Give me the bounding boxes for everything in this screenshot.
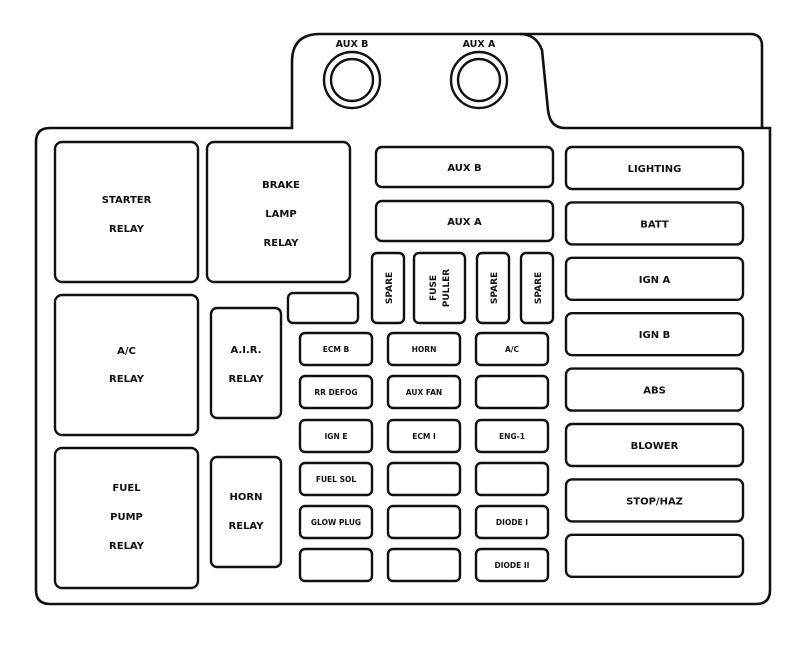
aux-b-fuse: AUX B (374, 145, 555, 189)
fuse-abs: ABS (564, 367, 745, 412)
aux-b-socket: AUX B (322, 39, 382, 110)
fuse-puller-line-1: FUSE (429, 275, 439, 301)
fuse-slot-empty (386, 504, 462, 540)
fuse-label: DIODE I (496, 518, 528, 527)
svg-text:STARTER: STARTER (102, 195, 152, 206)
fuse-label: IGN E (325, 432, 348, 441)
fuse-label: ENG-1 (499, 432, 525, 441)
ac-relay: A/C RELAY (53, 293, 200, 437)
fuse-horn: HORN (386, 331, 462, 367)
svg-text:RELAY: RELAY (109, 541, 145, 552)
fuse-label: ECM I (412, 432, 436, 441)
fuse-puller-slot: FUSE PULLER (412, 251, 467, 325)
fuse-label: FUEL SOL (316, 475, 357, 484)
brake-lamp-relay: BRAKE LAMP RELAY (205, 140, 352, 284)
fuse-slot-empty (474, 461, 550, 497)
svg-text:RELAY: RELAY (109, 224, 145, 235)
upper-right-compartment (520, 32, 764, 128)
starter-relay: STARTER RELAY (53, 140, 200, 284)
fuse-label: BATT (640, 219, 669, 230)
fuse-slot-empty (386, 547, 462, 583)
svg-text:A.I.R.: A.I.R. (231, 345, 262, 356)
svg-text:FUEL: FUEL (112, 483, 141, 494)
fuse-slot-empty (564, 533, 745, 578)
svg-text:RELAY: RELAY (229, 521, 265, 532)
spare-slot-1: SPARE (370, 251, 406, 325)
air-relay: A.I.R. RELAY (209, 306, 283, 420)
fuse-diode-ii: DIODE II (474, 547, 550, 583)
aux-a-fuse: AUX A (374, 199, 555, 243)
svg-text:BRAKE: BRAKE (262, 180, 300, 191)
horn-relay: HORN RELAY (209, 455, 283, 569)
svg-text:A/C: A/C (117, 346, 136, 357)
fuse-label: STOP/HAZ (626, 496, 683, 507)
fuse-aux-fan: AUX FAN (386, 374, 462, 410)
svg-text:SPARE: SPARE (490, 272, 500, 304)
fuse-blower: BLOWER (564, 422, 745, 468)
fuse-label: DIODE II (495, 561, 530, 570)
svg-text:AUX B: AUX B (447, 163, 481, 174)
fuse-label: ECM B (323, 345, 350, 354)
fuse-eng-1: ENG-1 (474, 418, 550, 454)
fuse-label: IGN A (639, 275, 671, 286)
fuse-slot-empty (298, 547, 374, 583)
svg-text:RELAY: RELAY (229, 374, 265, 385)
aux-a-socket: AUX A (449, 39, 509, 110)
fuse-ecm-i: ECM I (386, 418, 462, 454)
svg-text:LAMP: LAMP (265, 209, 296, 220)
fuse-diode-i: DIODE I (474, 504, 550, 540)
fuse-slot-empty (474, 374, 550, 410)
blank-slot (286, 291, 360, 325)
svg-text:SPARE: SPARE (534, 272, 544, 304)
fuse-glow-plug: GLOW PLUG (298, 504, 374, 540)
fuse-rr-defog: RR DEFOG (298, 374, 374, 410)
fuse-label: ABS (643, 386, 666, 397)
fuel-pump-relay: FUEL PUMP RELAY (53, 446, 200, 590)
fuse-block-housing (34, 32, 772, 606)
fuse-a-c: A/C (474, 331, 550, 367)
fuse-ign-a: IGN A (564, 256, 745, 301)
fuse-label: A/C (505, 345, 520, 354)
svg-text:HORN: HORN (230, 492, 263, 503)
fuse-label: IGN B (639, 330, 670, 341)
svg-text:SPARE: SPARE (385, 272, 395, 304)
fuse-ecm-b: ECM B (298, 331, 374, 367)
fuse-batt: BATT (564, 201, 745, 246)
fuse-stop-haz: STOP/HAZ (564, 478, 745, 523)
fuse-label: BLOWER (631, 441, 679, 452)
right-fuse-column: LIGHTING BATT IGN A IGN B ABS BLOWER STOP/HAZ (564, 145, 745, 578)
aux-b-socket-label: AUX B (336, 39, 369, 50)
small-fuse-grid: ECM B HORN A/C RR DEFOG AUX FAN IGN E ECM I ENG… (298, 331, 550, 583)
spare-slot-3: SPARE (519, 251, 555, 325)
fuse-label: RR DEFOG (314, 388, 357, 397)
fuse-label: GLOW PLUG (311, 518, 361, 527)
aux-a-socket-label: AUX A (463, 39, 496, 50)
svg-text:PUMP: PUMP (110, 512, 143, 523)
svg-text:RELAY: RELAY (264, 238, 300, 249)
svg-text:RELAY: RELAY (109, 374, 145, 385)
fuse-ign-e: IGN E (298, 418, 374, 454)
svg-text:AUX A: AUX A (447, 217, 482, 228)
fuse-lighting: LIGHTING (564, 145, 745, 191)
spare-slot-2: SPARE (475, 251, 511, 325)
fuse-fuel-sol: FUEL SOL (298, 461, 374, 497)
fuse-label: HORN (412, 345, 437, 354)
fuse-puller-line-2: PULLER (442, 269, 452, 308)
fuse-label: AUX FAN (406, 388, 442, 397)
fuse-label: LIGHTING (628, 164, 682, 175)
fuse-slot-empty (386, 461, 462, 497)
fuse-ign-b: IGN B (564, 312, 745, 357)
